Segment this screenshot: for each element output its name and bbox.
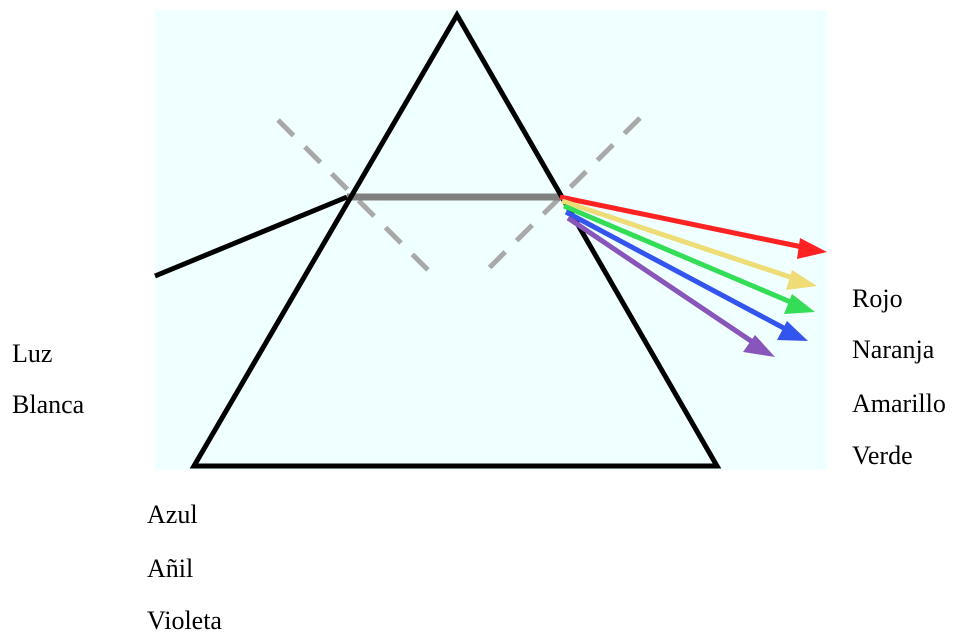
blue-ray [564, 209, 795, 336]
yellow-ray [561, 198, 803, 284]
red-ray [559, 194, 813, 252]
prism-triangle [189, 10, 722, 469]
incident-white-light-ray [154, 194, 348, 279]
color-label-orange: Naranja [852, 335, 935, 364]
diagram-background [155, 10, 827, 470]
green-arrowhead [784, 294, 815, 314]
light-label-line2: Blanca [12, 390, 85, 419]
blue-arrowhead [777, 321, 808, 341]
color-label-indigo: Añil [147, 554, 194, 583]
violet-arrowhead [743, 335, 775, 357]
green-ray [563, 203, 801, 309]
violet-ray [566, 215, 762, 350]
color-label-yellow: Amarillo [852, 389, 946, 418]
color-label-violet: Violeta [147, 606, 222, 635]
red-arrowhead [797, 238, 827, 259]
yellow-arrowhead [786, 270, 817, 290]
light-label-line1: Luz [12, 339, 53, 368]
color-label-blue: Azul [147, 500, 198, 529]
color-label-green: Verde [852, 441, 913, 470]
dispersed-rays [559, 194, 827, 357]
color-label-red: Rojo [852, 284, 903, 313]
